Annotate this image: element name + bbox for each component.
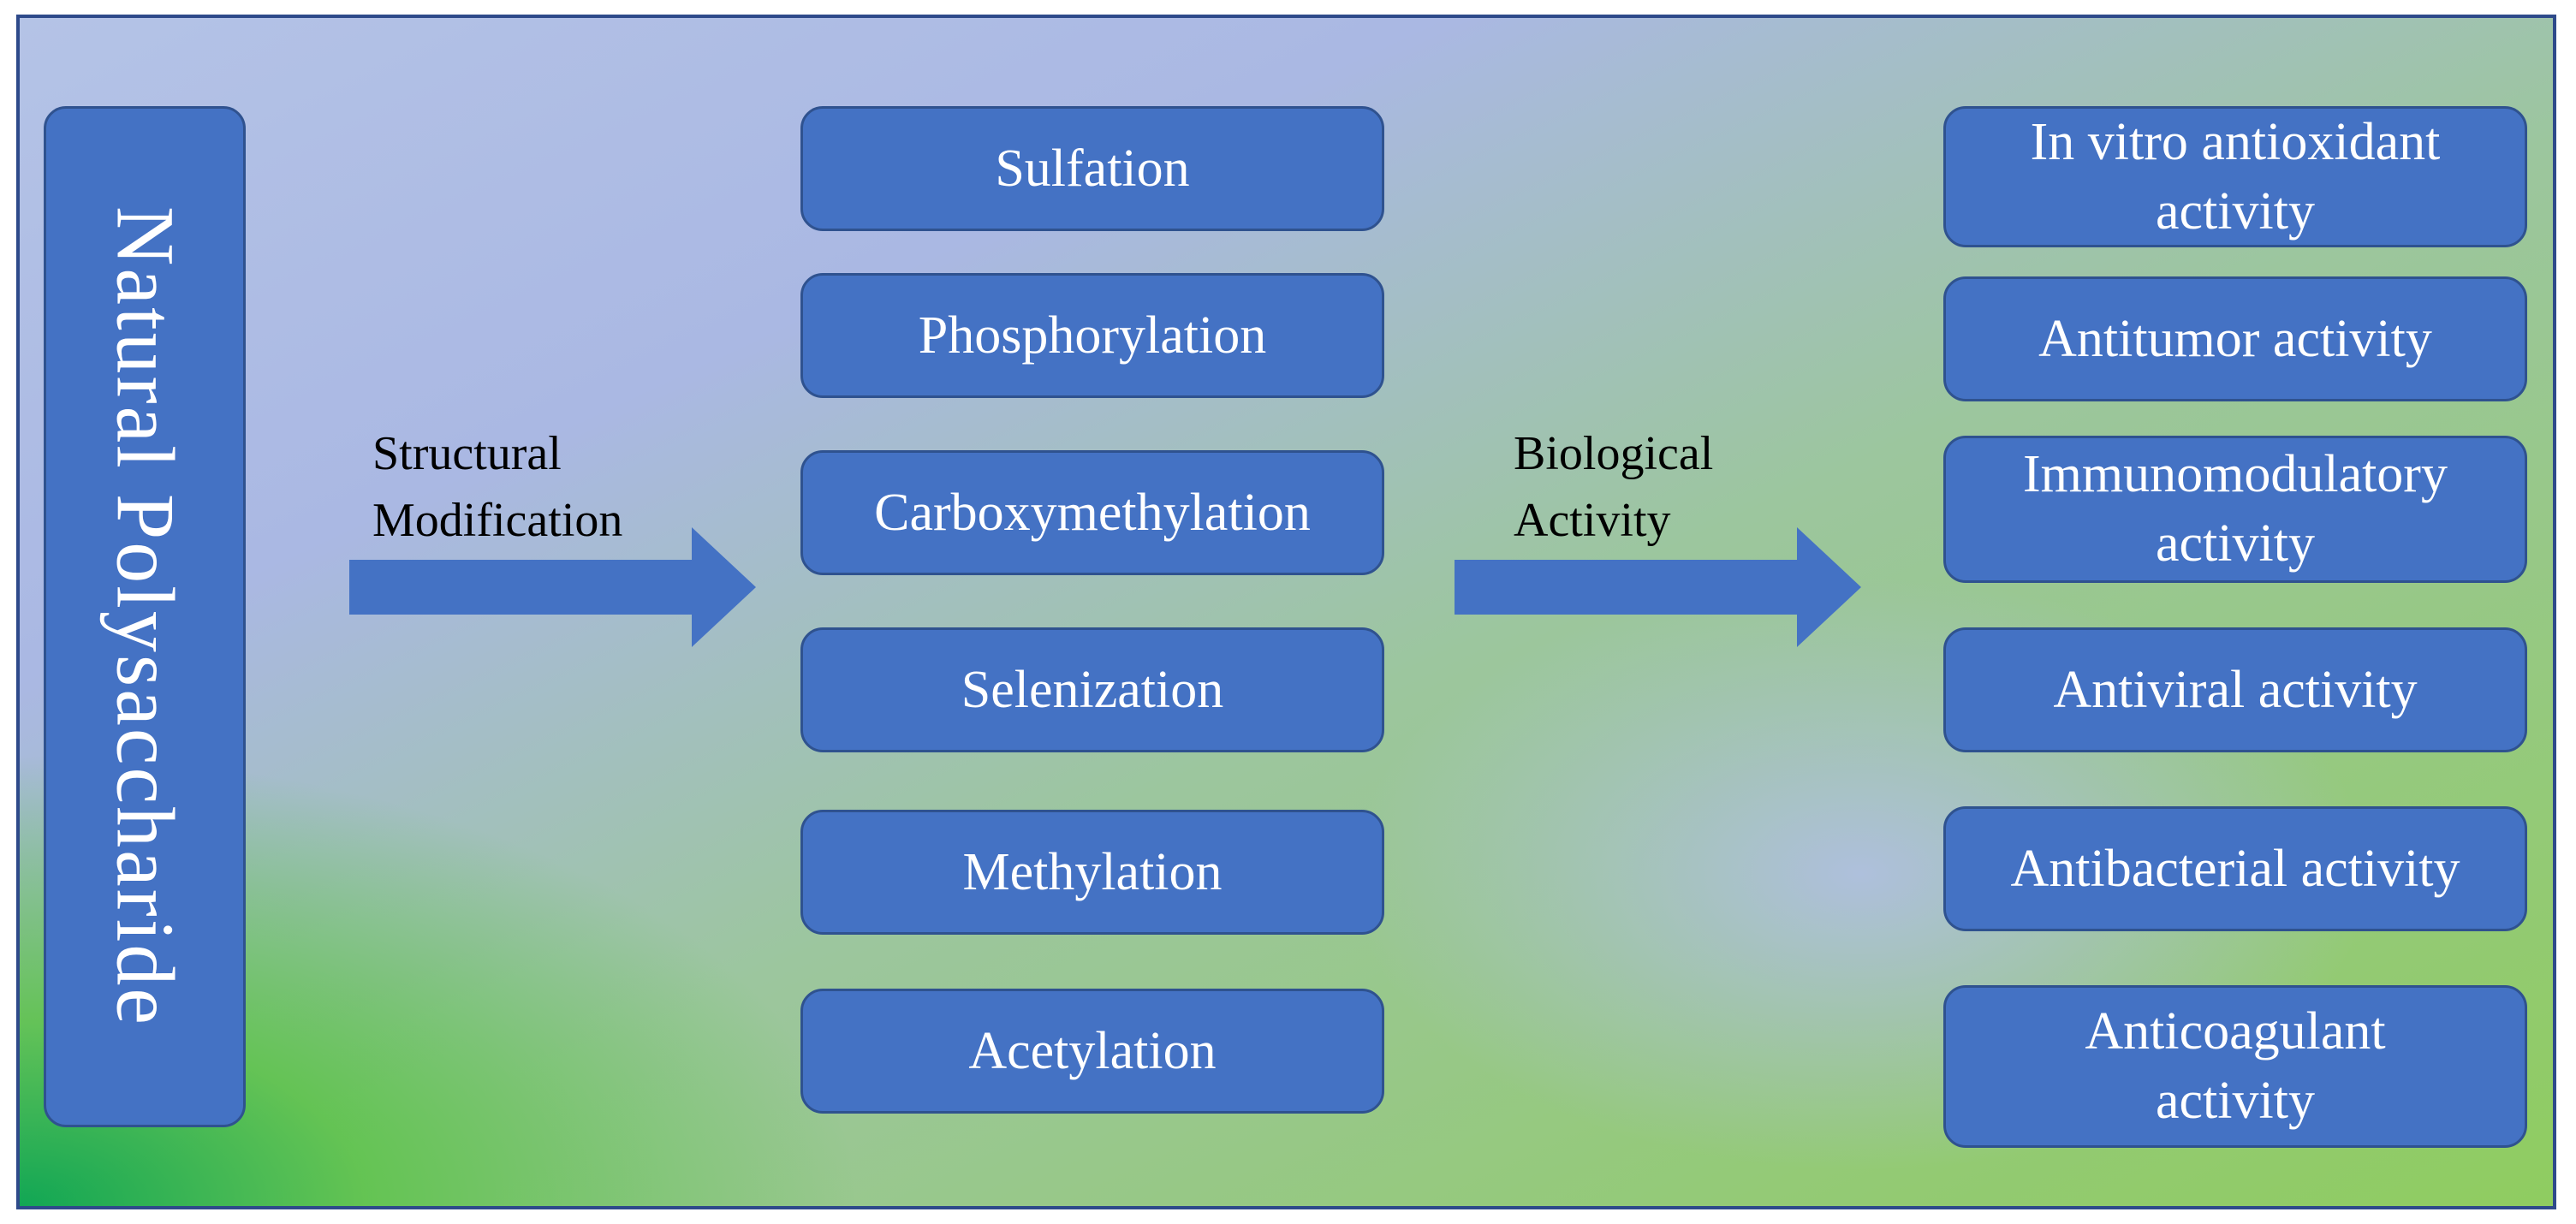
label-line-2: Modification [372,494,623,548]
activity-box-anticoagulant: Anticoagulant activity [1943,985,2527,1148]
activity-label-line-2: activity [2156,514,2315,573]
arrow-shape [349,527,756,647]
label-line-2: Activity [1514,494,1671,548]
activity-label-line-1: Antitumor activity [2038,309,2432,368]
natural-polysaccharide-label: Natural Polysaccharide [99,206,192,1027]
activity-label-line-1: Antibacterial activity [2010,839,2460,898]
modification-label: Methylation [962,842,1223,901]
natural-polysaccharide-box: Natural Polysaccharide [44,106,246,1127]
activity-box-antitumor: Antitumor activity [1943,276,2527,401]
structural-modification-label: Structural Modification [372,420,622,555]
diagram-canvas: Natural Polysaccharide Structural Modifi… [16,15,2556,1209]
modification-box-sulfation: Sulfation [800,106,1384,231]
activity-label-line-2: activity [2156,181,2315,241]
activity-label-line-2: activity [2156,1072,2315,1130]
modification-label: Acetylation [968,1021,1217,1080]
structural-modification-arrow [349,527,756,647]
activity-label-line-1: In vitro antioxidant [2030,112,2441,171]
activity-label-line-1: Immunomodulatory [2023,445,2448,504]
label-line-1: Biological [1514,427,1714,480]
modification-label: Sulfation [995,139,1190,198]
biological-activity-label: Biological Activity [1514,420,1713,555]
biological-activity-arrow [1455,527,1861,647]
modification-box-acetylation: Acetylation [800,989,1384,1114]
modification-label: Phosphorylation [918,306,1267,365]
label-line-1: Structural [372,427,562,480]
modification-box-methylation: Methylation [800,810,1384,935]
modification-box-carboxymethylation: Carboxymethylation [800,450,1384,575]
activity-box-antioxidant: In vitro antioxidant activity [1943,106,2527,247]
modification-box-phosphorylation: Phosphorylation [800,273,1384,398]
activity-box-antibacterial: Antibacterial activity [1943,806,2527,931]
activity-label-line-1: Anticoagulant [2085,1002,2386,1061]
arrow-shape [1455,527,1861,647]
activity-box-immunomodulatory: Immunomodulatory activity [1943,436,2527,583]
activity-box-antiviral: Antiviral activity [1943,627,2527,752]
modification-label: Selenization [961,660,1224,719]
modification-label: Carboxymethylation [874,483,1311,542]
modification-box-selenization: Selenization [800,627,1384,752]
activity-label-line-1: Antiviral activity [2053,660,2418,719]
